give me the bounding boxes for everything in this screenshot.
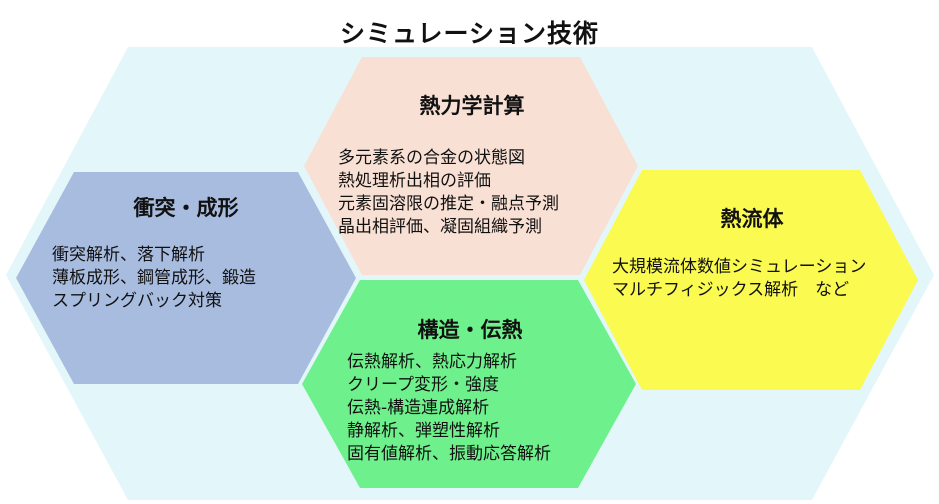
list-item: 大規模流体数値シミュレーション xyxy=(612,257,867,277)
list-item: 伝熱-構造連成解析 xyxy=(347,398,490,418)
thermo-heading: 熱力学計算 xyxy=(419,94,525,118)
structure-hexagon xyxy=(302,280,636,488)
list-item: マルチフィジックス解析 など xyxy=(612,280,850,300)
list-item: 固有値解析、振動応答解析 xyxy=(347,444,551,464)
list-item: 衝突解析、落下解析 xyxy=(52,245,205,265)
fluid-items: 大規模流体数値シミュレーション マルチフィジックス解析 など xyxy=(612,256,866,302)
impact-hexagon xyxy=(16,172,356,384)
list-item: 熱処理析出相の評価 xyxy=(338,171,491,191)
thermo-hexagon xyxy=(304,57,638,275)
list-item: 薄板成形、鋼管成形、鍛造 xyxy=(52,268,256,288)
structure-heading: 構造・伝熱 xyxy=(417,318,523,342)
thermo-items: 多元素系の合金の状態図 熱処理析出相の評価 元素固溶限の推定・融点予測 晶出相評… xyxy=(338,147,559,239)
list-item: スプリングバック対策 xyxy=(52,291,222,311)
impact-items: 衝突解析、落下解析 薄板成形、鋼管成形、鍛造 スプリングバック対策 xyxy=(52,244,256,313)
diagram-title: シミュレーション技術 xyxy=(339,19,599,48)
list-item: 晶出相評価、凝固組織予測 xyxy=(338,217,542,237)
impact-heading: 衝突・成形 xyxy=(133,196,239,220)
fluid-hexagon xyxy=(584,170,918,390)
fluid-heading: 熱流体 xyxy=(720,207,784,231)
list-item: 元素固溶限の推定・融点予測 xyxy=(338,194,559,214)
list-item: クリープ変形・強度 xyxy=(347,375,499,395)
list-item: 静解析、弾塑性解析 xyxy=(347,421,500,441)
list-item: 伝熱解析、熱応力解析 xyxy=(347,352,517,372)
structure-items: 伝熱解析、熱応力解析 クリープ変形・強度 伝熱-構造連成解析 静解析、弾塑性解析… xyxy=(347,351,551,466)
list-item: 多元素系の合金の状態図 xyxy=(338,148,525,168)
